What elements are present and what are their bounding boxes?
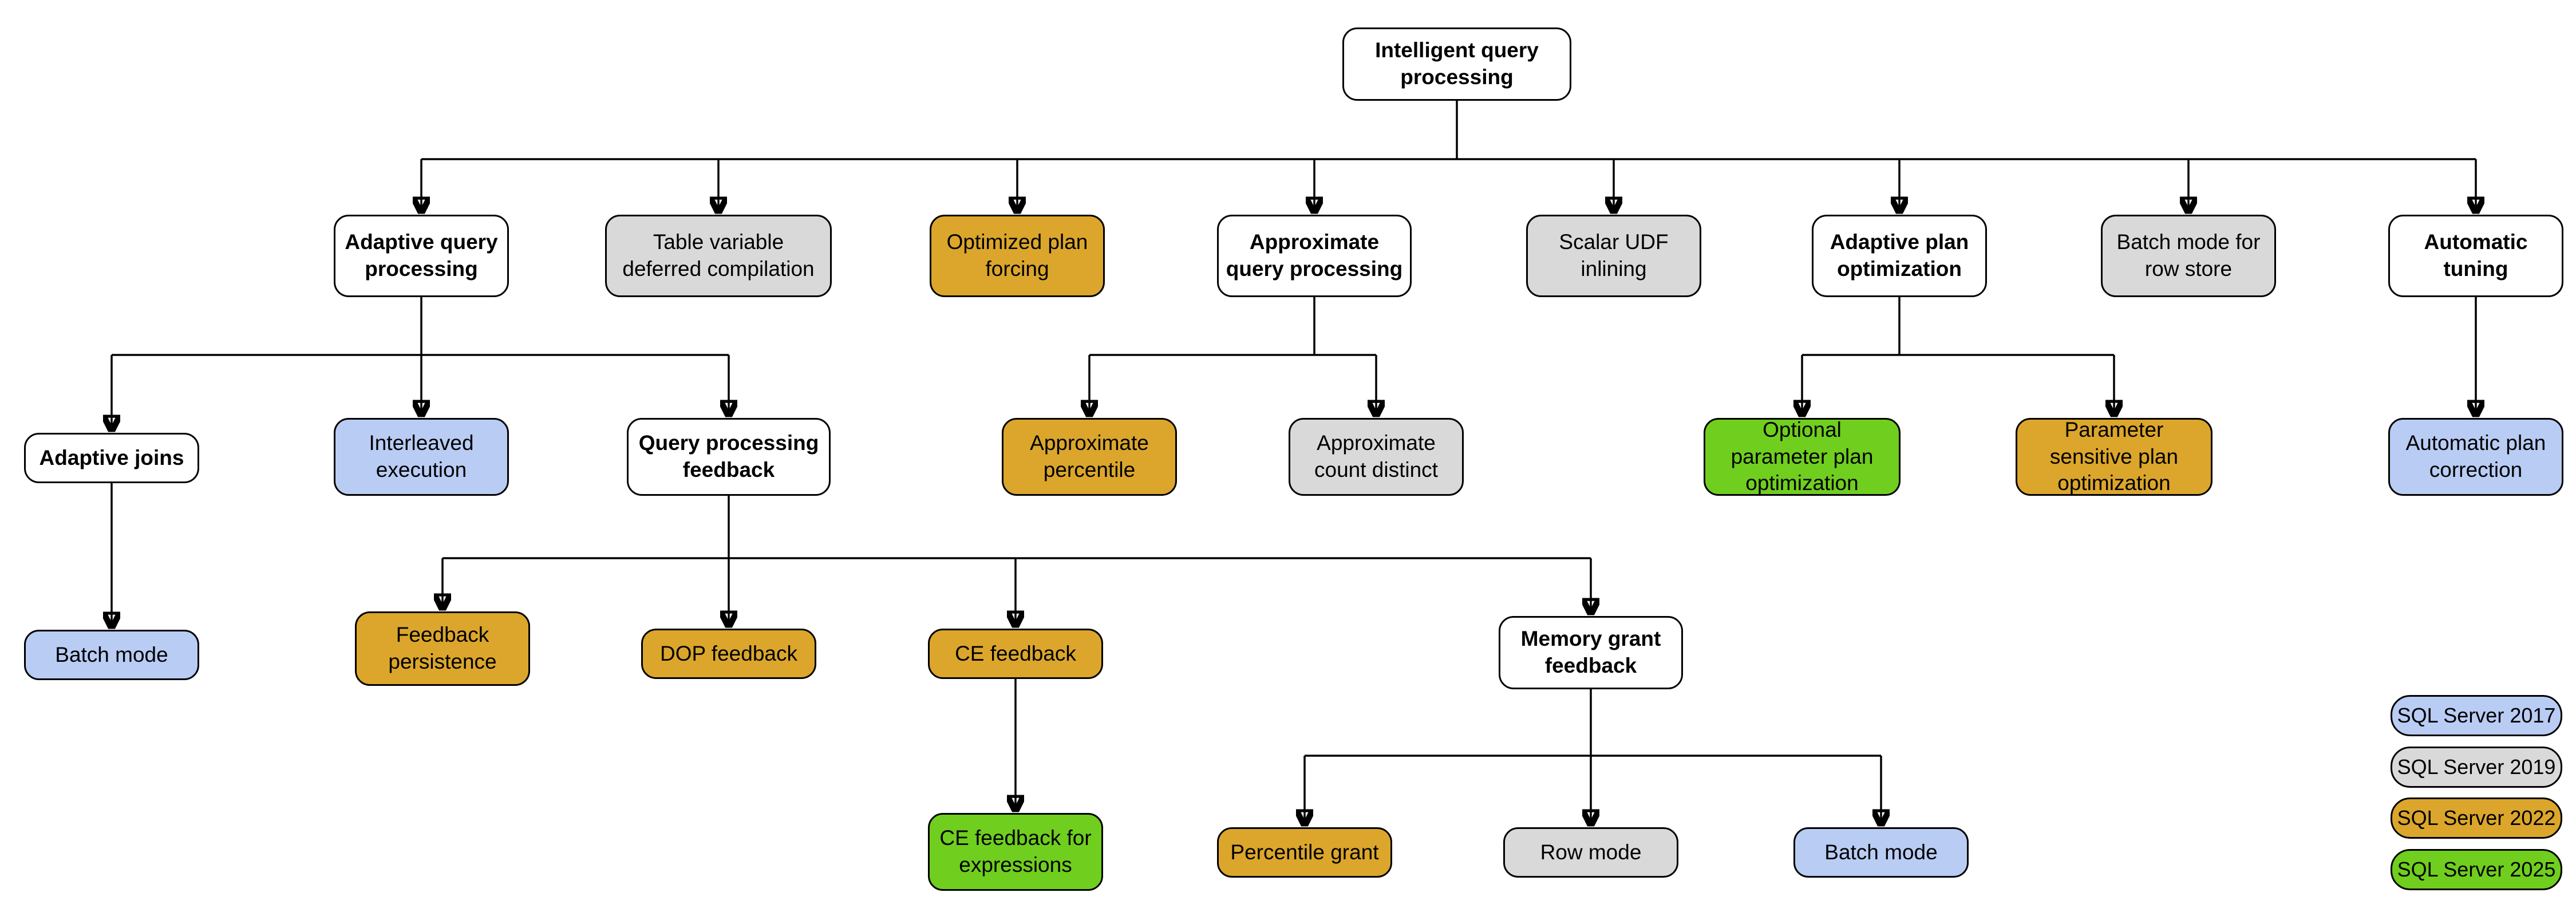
- node-interleaved-execution: Interleaved execution: [334, 418, 509, 496]
- node-batch-mode-memory-grant: Batch mode: [1793, 827, 1969, 878]
- node-ce-feedback: CE feedback: [928, 629, 1103, 679]
- node-percentile-grant: Percentile grant: [1217, 827, 1392, 878]
- node-feedback-persistence: Feedback persistence: [355, 611, 530, 686]
- node-ce-feedback-for-expressions: CE feedback for expressions: [928, 813, 1103, 891]
- node-approximate-query-processing: Approximate query processing: [1217, 215, 1412, 297]
- node-batch-mode-for-row-store: Batch mode for row store: [2101, 215, 2276, 297]
- node-row-mode: Row mode: [1503, 827, 1678, 878]
- node-adaptive-plan-optimization: Adaptive plan optimization: [1812, 215, 1987, 297]
- node-memory-grant-feedback: Memory grant feedback: [1499, 616, 1683, 689]
- node-batch-mode-adaptive-joins: Batch mode: [24, 630, 199, 680]
- node-table-variable-deferred-compilation: Table variable deferred compilation: [605, 215, 832, 297]
- node-query-processing-feedback: Query processing feedback: [627, 418, 831, 496]
- node-optional-parameter-plan-optimization: Optional parameter plan optimization: [1704, 418, 1901, 496]
- node-automatic-tuning: Automatic tuning: [2388, 215, 2563, 297]
- legend-sql-server-2019: SQL Server 2019: [2391, 747, 2562, 788]
- node-scalar-udf-inlining: Scalar UDF inlining: [1526, 215, 1701, 297]
- node-automatic-plan-correction: Automatic plan correction: [2388, 418, 2563, 496]
- legend-sql-server-2025: SQL Server 2025: [2391, 849, 2562, 890]
- node-parameter-sensitive-plan-optimization: Parameter sensitive plan optimization: [2016, 418, 2212, 496]
- node-intelligent-query-processing: Intelligent query processing: [1342, 27, 1571, 101]
- node-approximate-percentile: Approximate percentile: [1002, 418, 1177, 496]
- node-approximate-count-distinct: Approximate count distinct: [1289, 418, 1464, 496]
- legend-sql-server-2022: SQL Server 2022: [2391, 797, 2562, 839]
- node-optimized-plan-forcing: Optimized plan forcing: [930, 215, 1105, 297]
- node-adaptive-joins: Adaptive joins: [24, 433, 199, 483]
- node-adaptive-query-processing: Adaptive query processing: [334, 215, 509, 297]
- node-dop-feedback: DOP feedback: [641, 629, 816, 679]
- legend-sql-server-2017: SQL Server 2017: [2391, 695, 2562, 736]
